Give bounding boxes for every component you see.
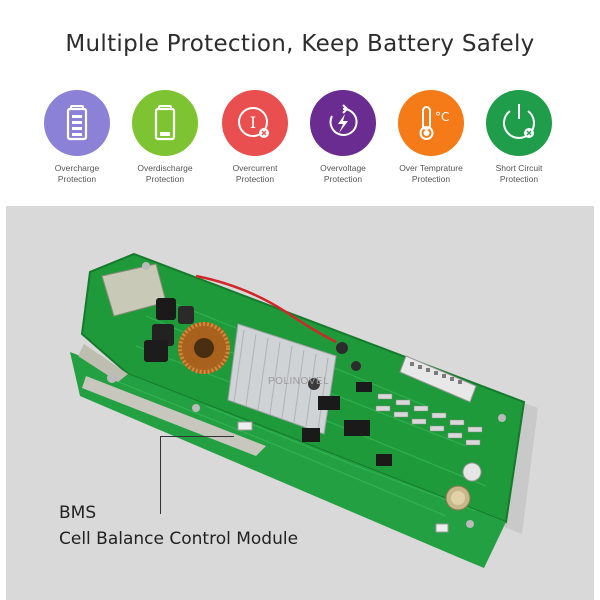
current-icon: I <box>222 90 288 156</box>
svg-text:I: I <box>250 113 256 132</box>
svg-text:°C: °C <box>435 110 449 124</box>
product-photo: POLINOVEL BMS Cell Balance Control Modul… <box>6 206 594 600</box>
caption-title: BMS <box>59 503 97 523</box>
callout-line <box>160 436 161 514</box>
watermark: POLINOVEL <box>268 376 330 387</box>
battery-low-icon <box>132 90 198 156</box>
bms-board-illustration <box>70 252 538 568</box>
power-icon <box>486 90 552 156</box>
page-headline: Multiple Protection, Keep Battery Safely <box>65 31 535 57</box>
thermometer-icon: °C <box>398 90 464 156</box>
callout-line <box>160 436 234 437</box>
caption-subtitle: Cell Balance Control Module <box>59 529 299 549</box>
battery-full-icon <box>44 90 110 156</box>
bms-caption: BMS Cell Balance Control Module <box>59 500 298 552</box>
lightning-icon <box>310 90 376 156</box>
